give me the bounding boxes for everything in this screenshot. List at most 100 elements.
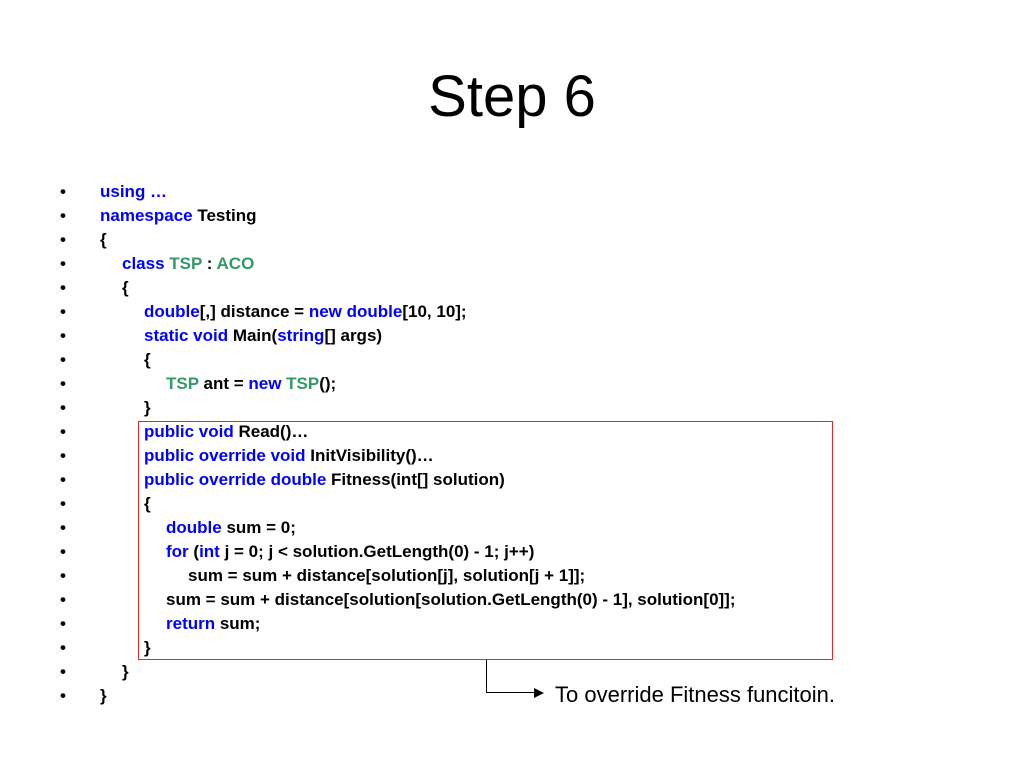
- code-line: • public override void InitVisibility()…: [0, 444, 1024, 468]
- code-keyword: int: [199, 542, 220, 561]
- bullet-marker: •: [60, 590, 66, 609]
- bullet-marker: •: [60, 470, 66, 489]
- code-line: •{: [0, 348, 1024, 372]
- code-line: •}: [0, 396, 1024, 420]
- code-text: return sum;: [166, 612, 260, 636]
- code-line: • sum = sum + distance[solution[solution.…: [0, 588, 1024, 612]
- code-keyword: using …: [100, 182, 168, 201]
- code-line: •}: [0, 684, 1024, 708]
- code-line: •static void Main(string[] args): [0, 324, 1024, 348]
- code-line: •}: [0, 660, 1024, 684]
- callout-text: To override Fitness funcitoin.: [555, 682, 836, 707]
- code-token: }: [144, 638, 151, 657]
- bullet-marker: •: [60, 374, 66, 393]
- code-text: sum = sum + distance[solution[solution.G…: [166, 588, 736, 612]
- code-line: •}: [0, 636, 1024, 660]
- code-token: Read()…: [233, 422, 309, 441]
- bullet-marker: •: [60, 542, 66, 561]
- code-token: InitVisibility()…: [305, 446, 434, 465]
- code-keyword: class: [122, 254, 165, 273]
- code-text: TSP ant = new TSP();: [166, 372, 336, 396]
- bullet-marker: •: [60, 638, 66, 657]
- code-text: double[,] distance = new double[10, 10];: [144, 300, 467, 324]
- code-token: sum = 0;: [221, 518, 296, 537]
- code-line: • double sum = 0;: [0, 516, 1024, 540]
- code-type-name: TSP: [169, 254, 203, 273]
- code-text: for (int j = 0; j < solution.GetLength(0…: [166, 540, 534, 564]
- bullet-marker: •: [60, 350, 66, 369]
- code-keyword: for: [166, 542, 189, 561]
- bullet-marker: •: [60, 230, 66, 249]
- code-type-name: ACO: [216, 254, 255, 273]
- code-token: Testing: [192, 206, 257, 225]
- code-token: ant =: [198, 374, 249, 393]
- code-token: }: [100, 686, 107, 705]
- code-keyword: new: [248, 374, 282, 393]
- code-token: {: [100, 230, 107, 249]
- code-token: ();: [319, 374, 337, 393]
- code-text: }: [122, 660, 129, 684]
- code-token: [] args): [324, 326, 383, 345]
- code-text: public override double Fitness(int[] sol…: [144, 468, 505, 492]
- code-line: •{: [0, 276, 1024, 300]
- code-text: class TSP : ACO: [122, 252, 254, 276]
- code-line: •{: [0, 492, 1024, 516]
- code-keyword: namespace: [100, 206, 193, 225]
- code-line: •{: [0, 228, 1024, 252]
- code-text: public override void InitVisibility()…: [144, 444, 434, 468]
- bullet-marker: •: [60, 326, 66, 345]
- code-text: }: [100, 684, 107, 708]
- arrow-right-icon: [534, 688, 544, 698]
- code-keyword: double: [144, 302, 200, 321]
- bullet-marker: •: [60, 398, 66, 417]
- code-token: :: [202, 254, 217, 273]
- bullet-marker: •: [60, 686, 66, 705]
- code-token: [,] distance =: [199, 302, 309, 321]
- code-token: {: [144, 350, 151, 369]
- bullet-marker: •: [60, 422, 66, 441]
- bullet-marker: •: [60, 566, 66, 585]
- bullet-marker: •: [60, 494, 66, 513]
- code-token: sum;: [215, 614, 261, 633]
- code-text: using …: [100, 180, 167, 204]
- code-keyword: return: [166, 614, 216, 633]
- bullet-marker: •: [60, 206, 66, 225]
- code-text: public void Read()…: [144, 420, 308, 444]
- code-token: }: [122, 662, 129, 681]
- code-token: [10, 10];: [402, 302, 467, 321]
- code-token: j = 0; j < solution.GetLength(0) - 1; j+…: [219, 542, 535, 561]
- callout-connector-vertical: [486, 660, 487, 693]
- code-token: {: [144, 494, 151, 513]
- code-keyword: double: [166, 518, 222, 537]
- code-text: {: [144, 348, 151, 372]
- slide-title: Step 6: [428, 64, 596, 129]
- code-token: Fitness(int[] solution): [326, 470, 505, 489]
- code-token: sum = sum + distance[solution[j], soluti…: [188, 566, 586, 585]
- code-text: double sum = 0;: [166, 516, 296, 540]
- bullet-marker: •: [60, 446, 66, 465]
- code-line: • using …: [0, 180, 1024, 204]
- code-line: • sum = sum + distance[solution[j], solut…: [0, 564, 1024, 588]
- code-type-name: TSP: [166, 374, 199, 393]
- code-line: • public override double Fitness(int[] so…: [0, 468, 1024, 492]
- bullet-marker: •: [60, 278, 66, 297]
- code-keyword: static void: [144, 326, 229, 345]
- bullet-marker: •: [60, 302, 66, 321]
- code-keyword: public void: [144, 422, 234, 441]
- code-line: •TSP ant = new TSP();: [0, 372, 1024, 396]
- code-line: • double[,] distance = new double[10, 10]…: [0, 300, 1024, 324]
- callout-connector-horizontal: [486, 692, 536, 693]
- code-line: •return sum;: [0, 612, 1024, 636]
- bullet-marker: •: [60, 518, 66, 537]
- code-token: sum = sum + distance[solution[solution.G…: [166, 590, 736, 609]
- code-text: {: [144, 492, 151, 516]
- bullet-marker: •: [60, 182, 66, 201]
- code-line: • class TSP : ACO: [0, 252, 1024, 276]
- code-text: namespace Testing: [100, 204, 257, 228]
- code-text: }: [144, 396, 151, 420]
- bullet-marker: •: [60, 254, 66, 273]
- bullet-marker: •: [60, 662, 66, 681]
- code-token: Main(: [228, 326, 278, 345]
- code-token: {: [122, 278, 129, 297]
- code-keyword: new double: [308, 302, 403, 321]
